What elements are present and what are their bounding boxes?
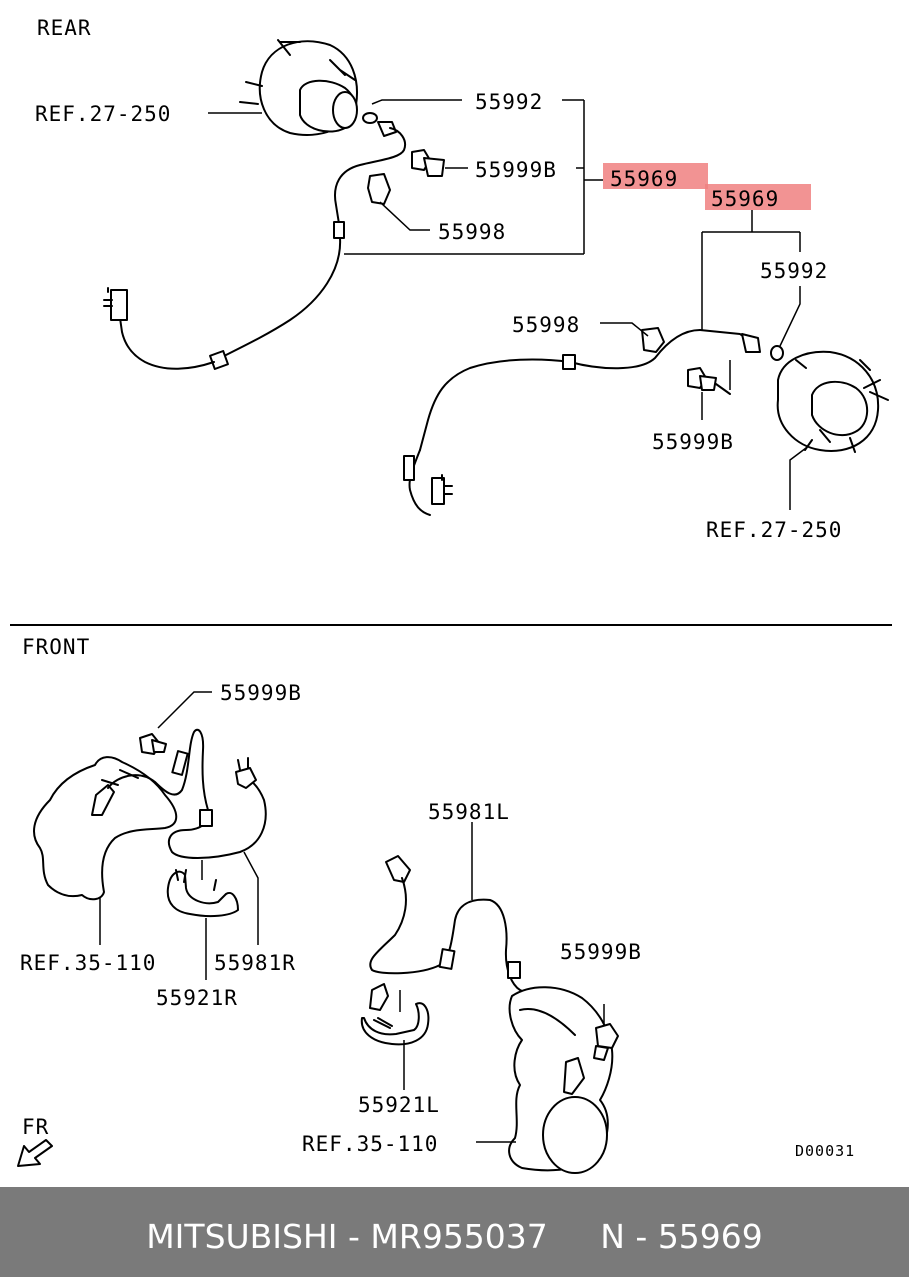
- front-right-knuckle-drawing: [508, 986, 619, 1174]
- rear-right-hub-drawing: [776, 350, 889, 453]
- label-front-55999b-left[interactable]: 55999B: [220, 681, 302, 705]
- rear-section-title: REAR: [37, 16, 92, 40]
- rear-right-leaders: [600, 210, 807, 510]
- label-rear-55998-left[interactable]: 55998: [438, 220, 506, 244]
- label-rear-55999b-left[interactable]: 55999B: [475, 158, 557, 182]
- footer-bar: MITSUBISHI - MR955037 N - 55969: [0, 1187, 909, 1277]
- label-rear-55969-right[interactable]: 55969: [711, 187, 779, 211]
- label-front-55981r[interactable]: 55981R: [214, 951, 296, 975]
- rear-left-hub-drawing: [239, 39, 358, 136]
- label-rear-55969-left[interactable]: 55969: [610, 167, 678, 191]
- label-rear-55999b-right[interactable]: 55999B: [652, 430, 734, 454]
- front-left-knuckle-drawing: [33, 756, 178, 901]
- parts-diagram: REAR REF.27-250: [10, 16, 892, 1174]
- fr-label: FR: [22, 1115, 49, 1139]
- footer-part-text: MITSUBISHI - MR955037 N - 55969: [146, 1217, 763, 1256]
- diagram-code: D00031: [795, 1142, 855, 1160]
- label-rear-55998-right[interactable]: 55998: [512, 313, 580, 337]
- front-right-leaders: [399, 822, 605, 1143]
- front-left-leaders: [99, 691, 259, 980]
- label-front-ref-right[interactable]: REF.35-110: [302, 1132, 438, 1156]
- label-rear-55992-right[interactable]: 55992: [760, 259, 828, 283]
- rear-left-sensor-harness-drawing: [103, 112, 445, 370]
- label-rear-ref-right[interactable]: REF.27-250: [706, 518, 842, 542]
- label-rear-55992-left[interactable]: 55992: [475, 90, 543, 114]
- label-front-55921r[interactable]: 55921R: [156, 986, 238, 1010]
- rear-left-leaders: [208, 99, 603, 255]
- label-front-ref-left[interactable]: REF.35-110: [20, 951, 156, 975]
- front-left-harness-drawing: [91, 728, 267, 918]
- highlight-55969-left: [603, 163, 708, 189]
- front-section-title: FRONT: [22, 635, 90, 659]
- label-front-55921l[interactable]: 55921L: [358, 1093, 440, 1117]
- fr-arrow-icon: [17, 1139, 53, 1167]
- label-front-55999b-right[interactable]: 55999B: [560, 940, 642, 964]
- label-front-55981l[interactable]: 55981L: [428, 800, 510, 824]
- highlight-55969-right: [705, 184, 811, 210]
- rear-right-sensor-harness-drawing: [403, 327, 784, 516]
- label-rear-ref-left[interactable]: REF.27-250: [35, 102, 171, 126]
